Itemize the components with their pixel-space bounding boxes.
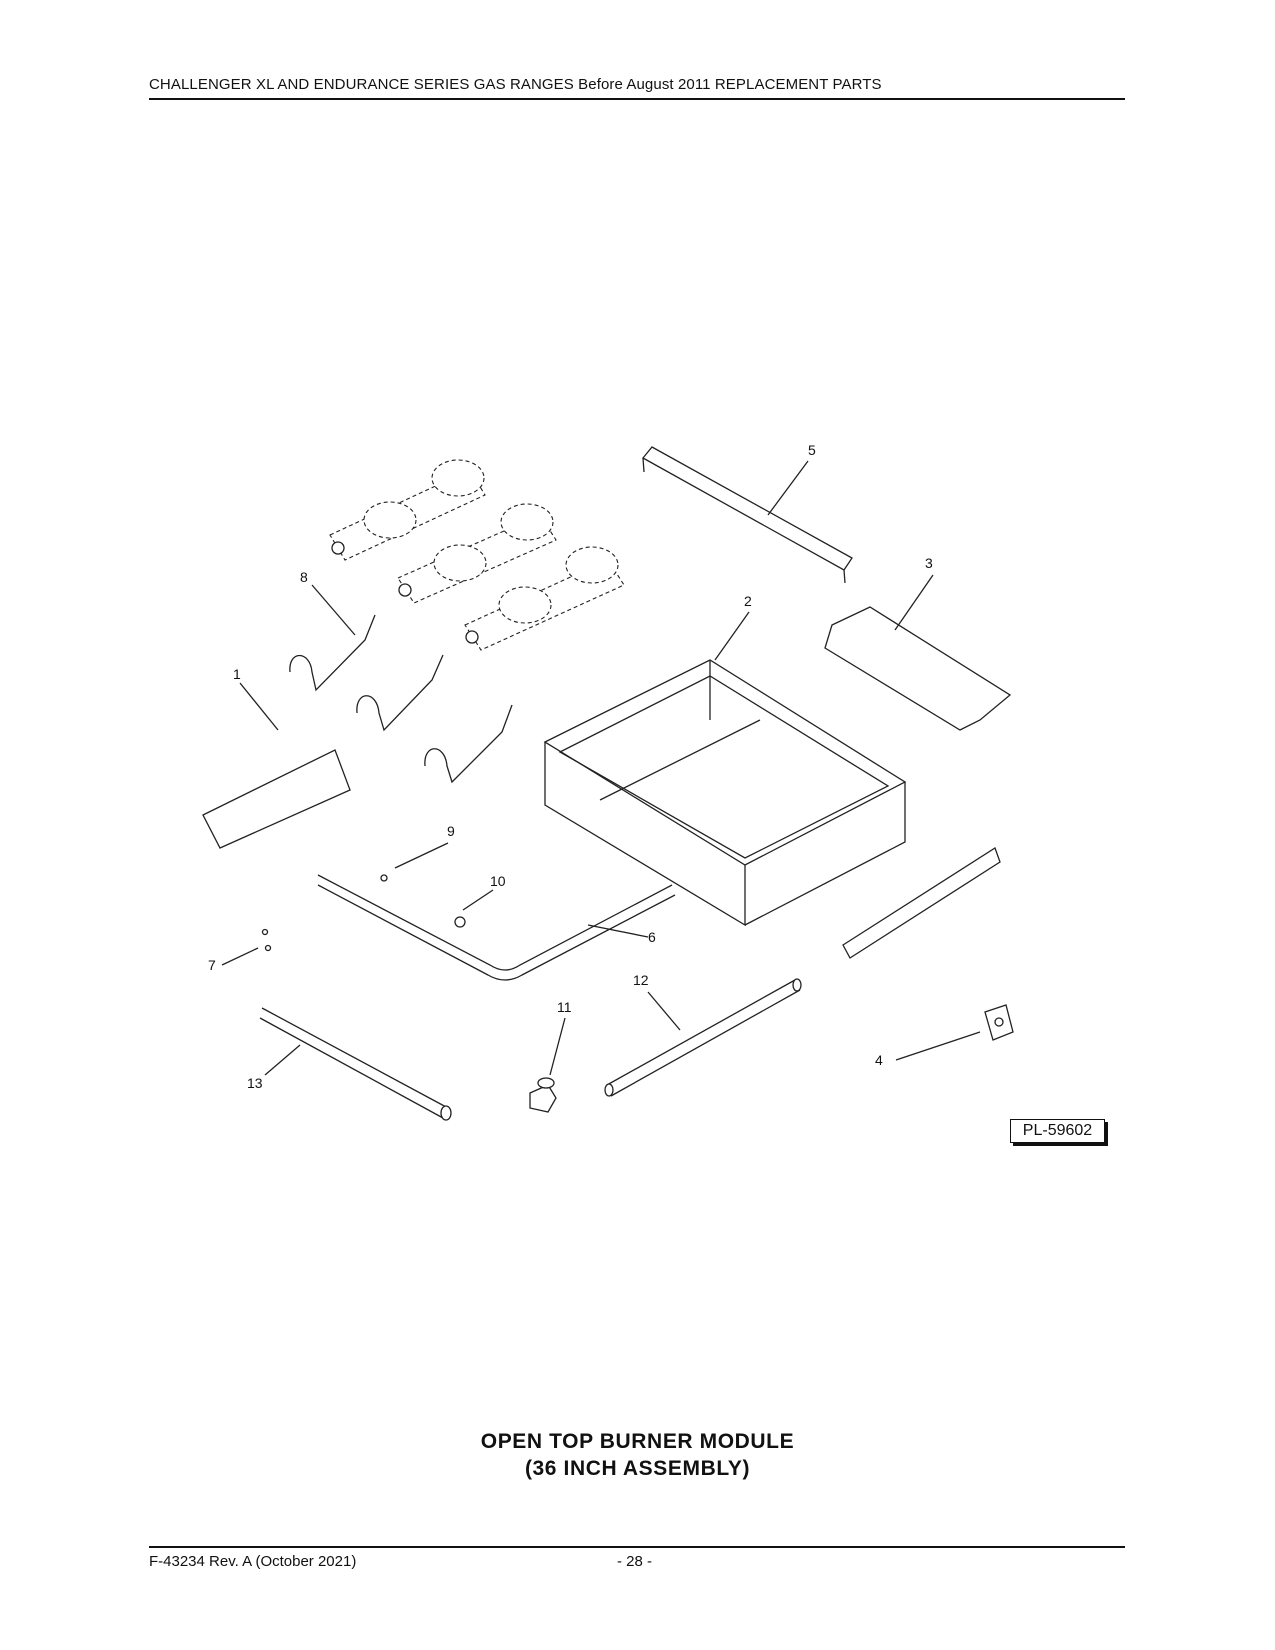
callout-7: 7	[208, 957, 216, 973]
callout-4: 4	[875, 1052, 883, 1068]
part-8-wires	[289, 614, 513, 784]
callout-6: 6	[648, 929, 656, 945]
footer-page-number: - 28 -	[617, 1553, 653, 1570]
header-rule	[149, 98, 1125, 100]
page-header-title: CHALLENGER XL AND ENDURANCE SERIES GAS R…	[149, 76, 882, 93]
part-11-elbow	[529, 1077, 557, 1113]
footer-document-reference: F-43234 Rev. A (October 2021)	[149, 1553, 357, 1570]
part-2-frame	[543, 659, 907, 927]
drawing-reference-box: PL-59602	[1010, 1119, 1105, 1143]
part-3-side-panel	[824, 606, 1012, 731]
part-7-screws	[261, 928, 272, 952]
callout-1: 1	[233, 666, 241, 682]
part-6-manifold	[317, 874, 676, 981]
callout-9: 9	[447, 823, 455, 839]
callout-10: 10	[490, 873, 506, 889]
callout-5: 5	[808, 442, 816, 458]
figure-title-line-2: (36 INCH ASSEMBLY)	[524, 1457, 751, 1480]
right-rail	[842, 847, 1001, 959]
figure-title-line-1: OPEN TOP BURNER MODULE	[480, 1430, 795, 1453]
footer-rule	[149, 1546, 1125, 1548]
part-4-bracket	[984, 1004, 1014, 1041]
part-13-lower-manifold	[259, 1007, 452, 1121]
burner-group-middle	[397, 503, 557, 604]
callout-13: 13	[247, 1075, 263, 1091]
callout-3: 3	[925, 555, 933, 571]
callout-11: 11	[557, 999, 572, 1015]
callout-labels: 1 2 3 4 5 6 7 8 9 10 11 12 13	[208, 442, 933, 1091]
part-1-left-panel	[202, 749, 351, 849]
part-5-rear-bracket	[642, 446, 853, 584]
callout-2: 2	[744, 593, 752, 609]
burner-group-bottom	[464, 546, 625, 651]
part-12-pipe	[604, 978, 802, 1097]
callout-12: 12	[633, 972, 649, 988]
burner-group-top	[329, 459, 486, 561]
leader-lines	[221, 460, 981, 1076]
callout-8: 8	[300, 569, 308, 585]
